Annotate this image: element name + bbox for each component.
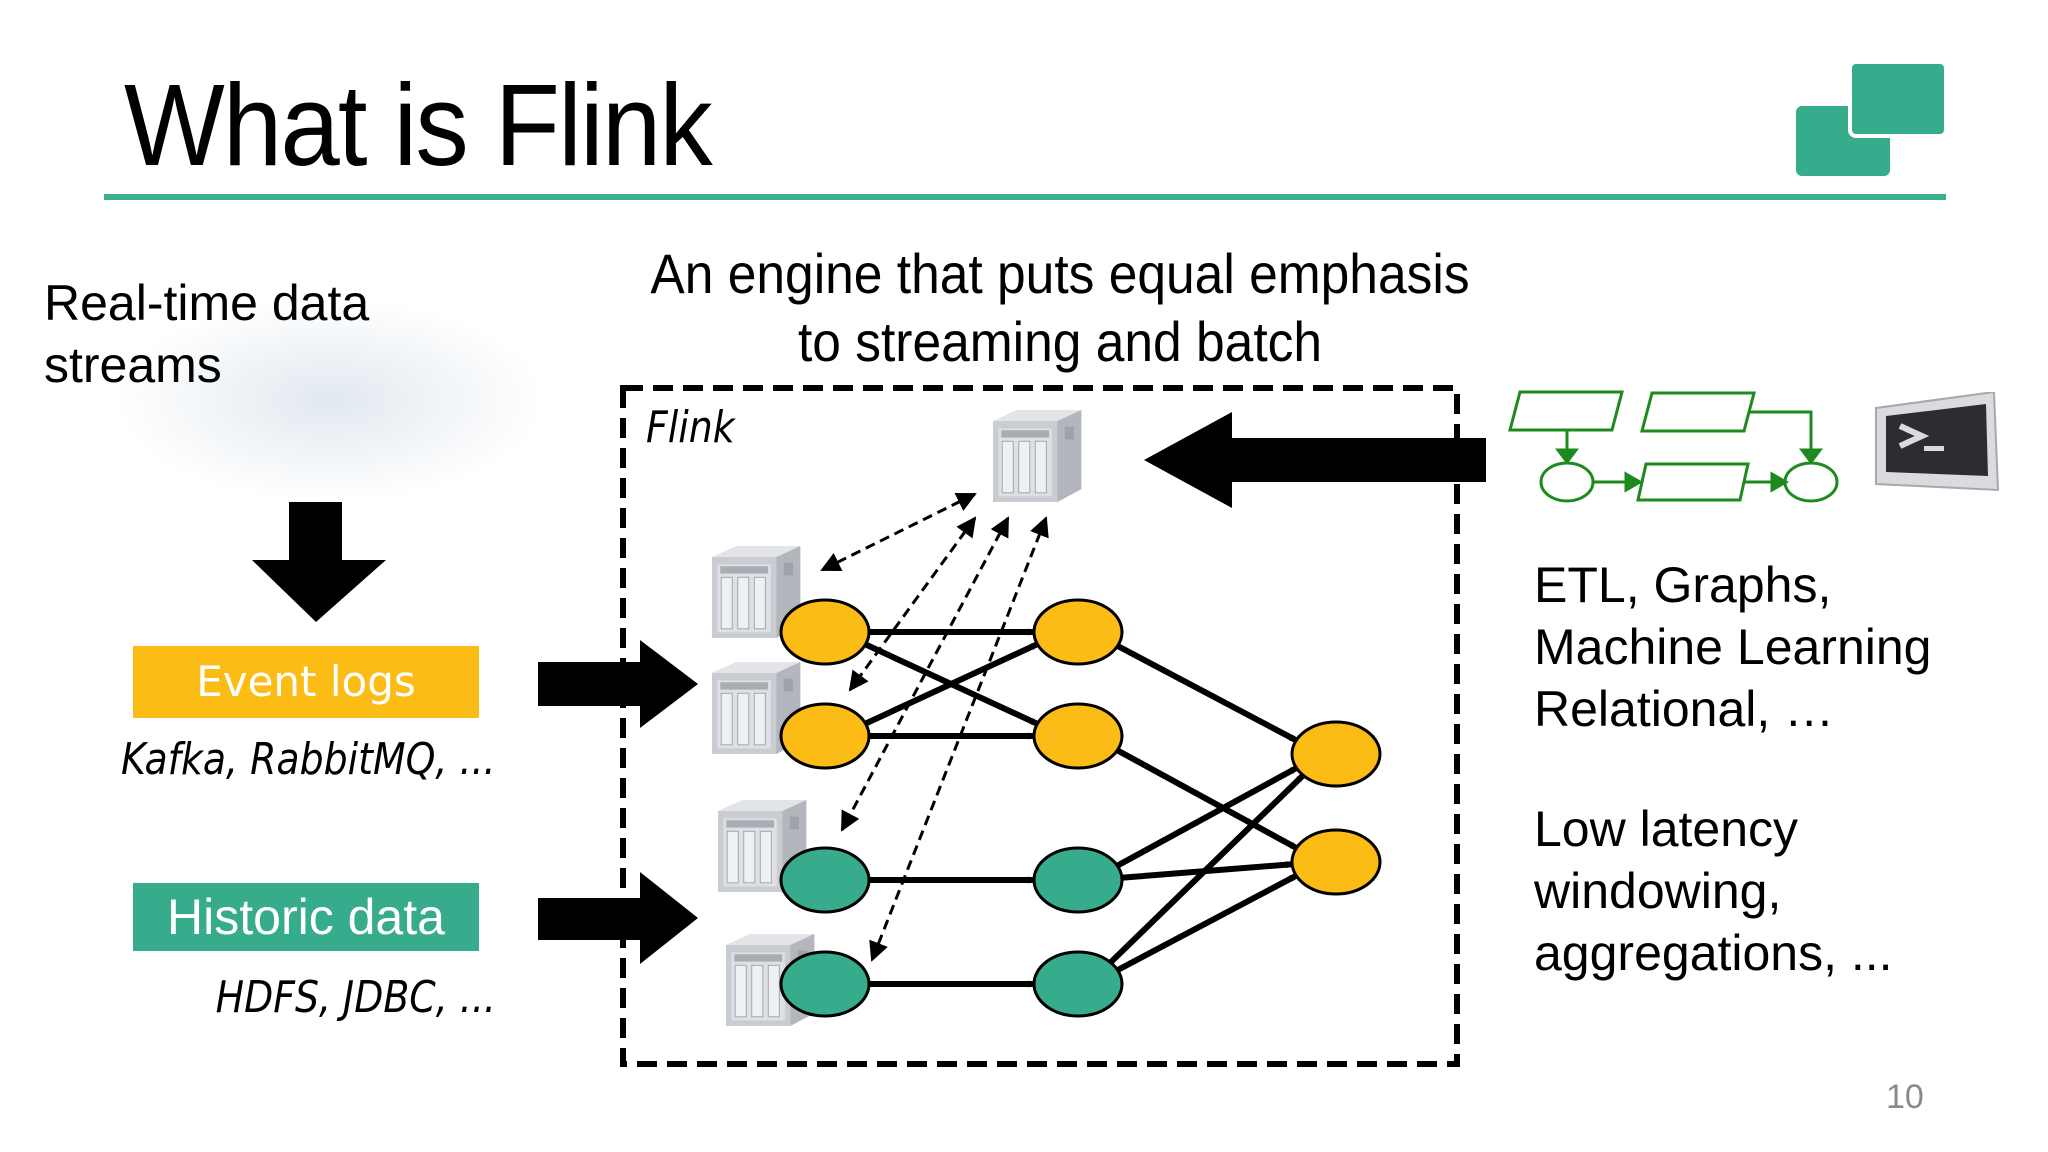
- historic-data-arrow: [538, 872, 698, 964]
- dataflow-edge: [1114, 746, 1298, 851]
- terminal-icon: [1875, 392, 2000, 492]
- flowchart-icon: [1508, 390, 1839, 503]
- dataflow-edge: [1114, 642, 1298, 743]
- stream-operator-node: [1290, 828, 1382, 896]
- event-logs-examples: Kafka, RabbitMQ, ...: [121, 734, 496, 785]
- streaming-features: Low latency windowing, aggregations, ...: [1534, 798, 1893, 984]
- subtitle-line: An engine that puts equal emphasis: [650, 242, 1470, 305]
- api-list-line: ETL, Graphs,: [1534, 557, 1832, 613]
- streaming-features-line: Low latency: [1534, 801, 1799, 857]
- data-stream-image: [120, 300, 540, 500]
- dataflow-edge: [1114, 765, 1298, 870]
- stream-operator-node: [1290, 720, 1382, 788]
- streaming-features-line: aggregations, ...: [1534, 925, 1893, 981]
- slide-title: What is Flink: [124, 60, 713, 190]
- dataflow-edge: [1107, 773, 1306, 966]
- api-arrow: [1144, 412, 1486, 508]
- historic-data-box: Historic data: [133, 883, 479, 951]
- page-number: 10: [1886, 1078, 1924, 1116]
- stream-operator-node: [779, 702, 871, 770]
- api-list-line: Machine Learning: [1534, 619, 1932, 675]
- event-logs-box: Event logs: [133, 646, 479, 718]
- batch-operator-node: [779, 950, 871, 1018]
- api-list-line: Relational, …: [1534, 681, 1835, 737]
- realtime-heading-line: streams: [44, 337, 222, 393]
- streaming-features-line: windowing,: [1534, 863, 1782, 919]
- historic-data-examples: HDFS, JDBC, ...: [215, 972, 496, 1023]
- batch-operator-node: [1032, 846, 1124, 914]
- stream-operator-node: [1032, 702, 1124, 770]
- api-list: ETL, Graphs, Machine Learning Relational…: [1534, 554, 1932, 740]
- batch-operator-node: [1032, 950, 1124, 1018]
- master-server-icon: [992, 409, 1082, 503]
- control-edge: [820, 492, 977, 572]
- flink-logo-icon: [1796, 62, 1946, 176]
- subtitle-line: to streaming and batch: [797, 310, 1323, 373]
- dataflow-edge: [1114, 873, 1298, 974]
- subtitle: An engine that puts equal emphasis to st…: [600, 240, 1520, 376]
- realtime-heading-line: Real-time data: [44, 275, 370, 331]
- event-logs-arrow: [538, 640, 698, 728]
- title-divider: [104, 194, 1946, 200]
- stream-operator-node: [1032, 598, 1124, 666]
- realtime-heading: Real-time data streams: [44, 272, 369, 396]
- flink-box-label: Flink: [646, 402, 735, 453]
- batch-operator-node: [779, 846, 871, 914]
- dataflow-edge: [862, 641, 1038, 728]
- stream-operator-node: [779, 598, 871, 666]
- down-arrow-icon: [252, 502, 386, 622]
- flink-box: [620, 385, 1460, 1067]
